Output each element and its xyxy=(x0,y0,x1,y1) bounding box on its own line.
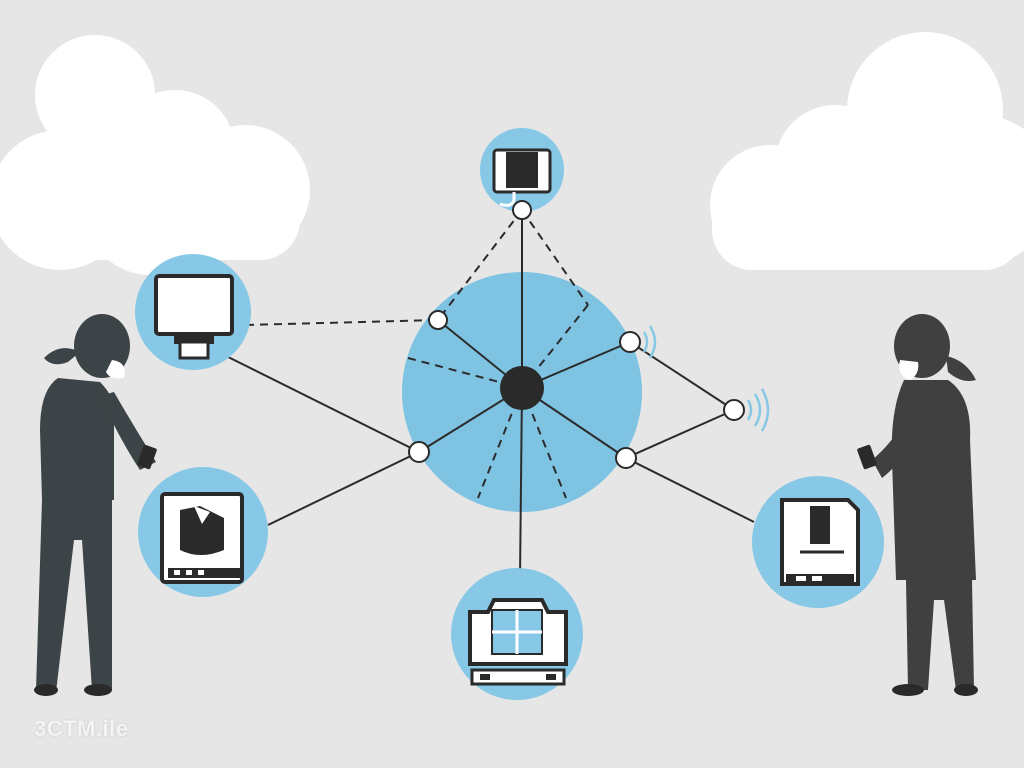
right-device xyxy=(752,476,884,608)
left-device xyxy=(135,254,251,370)
left-bottom-device xyxy=(138,467,268,597)
junction-nodes xyxy=(408,200,745,469)
monitor-icon xyxy=(154,274,234,360)
central-node xyxy=(500,366,544,410)
junction-node xyxy=(615,447,637,469)
junction-node xyxy=(428,310,448,330)
top-device xyxy=(480,128,564,212)
document-icon xyxy=(160,492,244,584)
person-with-phone-icon xyxy=(857,314,978,696)
cloud-left-icon xyxy=(0,35,310,275)
wifi-signal-icon xyxy=(642,325,770,432)
cloud-right-icon xyxy=(710,32,1024,270)
person-with-phone-icon xyxy=(34,314,157,696)
bottom-device xyxy=(451,568,583,700)
junction-node xyxy=(723,399,745,421)
tablet-icon xyxy=(492,148,552,207)
window-screen-icon xyxy=(468,598,568,686)
connection-lines xyxy=(201,210,755,579)
document-icon xyxy=(780,498,860,586)
junction-node xyxy=(619,331,641,353)
person-right xyxy=(857,314,978,696)
junction-node xyxy=(512,200,532,220)
person-left xyxy=(34,314,157,696)
junction-node xyxy=(408,441,430,463)
watermark-text: 3CTM.ile xyxy=(34,716,129,741)
